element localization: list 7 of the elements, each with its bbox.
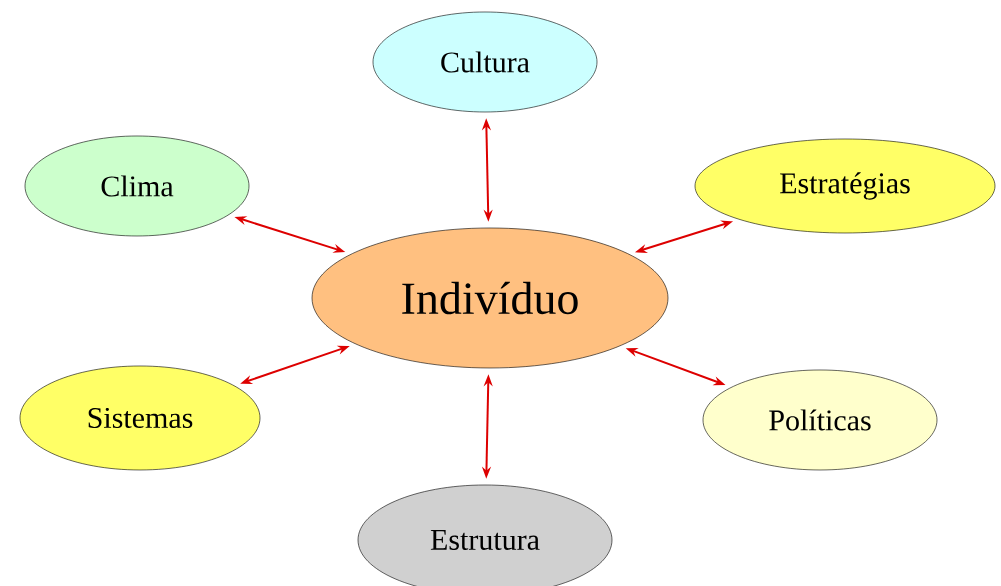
ellipse-node: Políticas — [702, 369, 938, 471]
ellipse-node: Indivíduo — [311, 227, 669, 369]
ellipse-node: Estratégias — [694, 138, 996, 234]
ellipse-node: Sistemas — [19, 365, 261, 471]
ellipse-node: Estrutura — [357, 484, 613, 586]
ellipse-node: Clima — [24, 135, 250, 237]
ellipse-node: Cultura — [372, 11, 598, 113]
